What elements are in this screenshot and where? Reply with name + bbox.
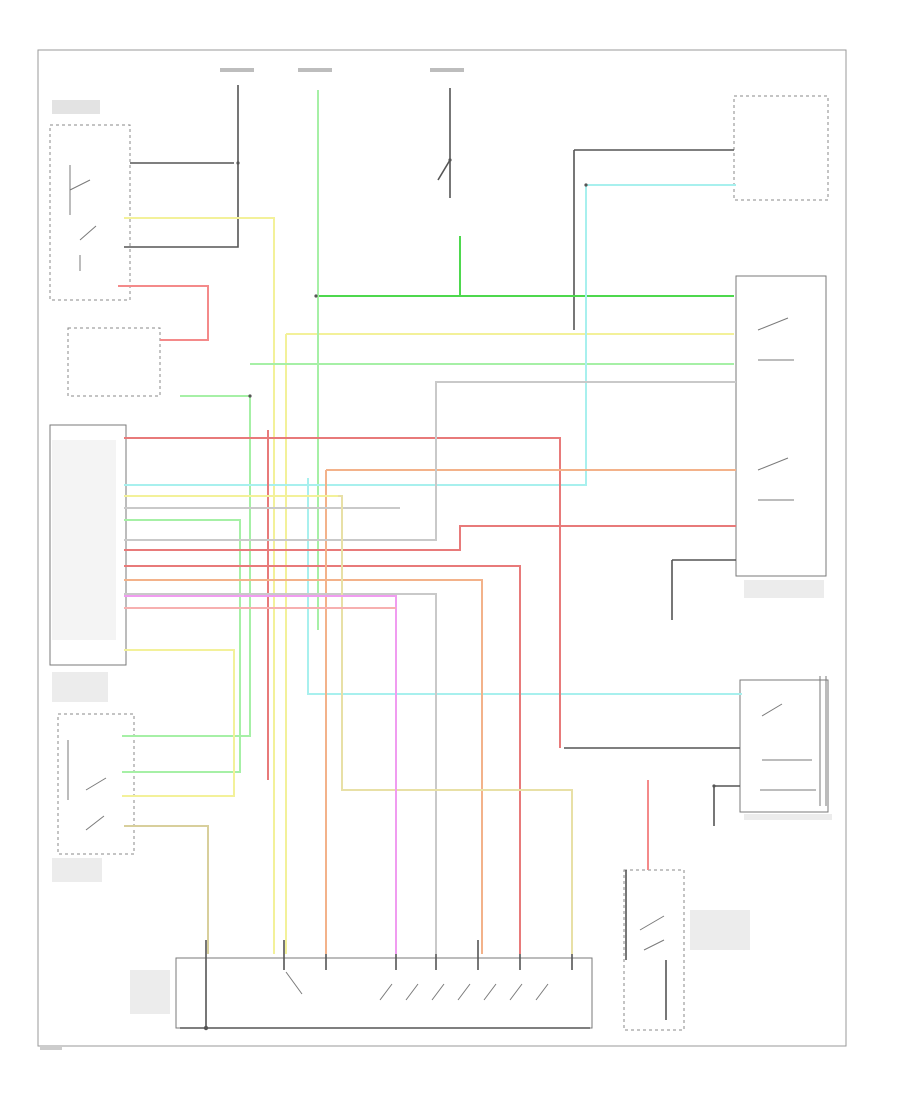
- 4wd-module-contacts: [757, 317, 794, 501]
- component-outlines: [49, 95, 829, 1031]
- wire-light-green-c: [122, 519, 241, 773]
- transmission-range-switch-box: [623, 869, 685, 1031]
- solenoid-switch-symbols: [205, 970, 549, 1010]
- wire-orange-a: [124, 579, 483, 954]
- shift-motor-contacts: [760, 676, 827, 806]
- wire-red-a: [124, 437, 561, 748]
- colored-wires: [118, 90, 742, 954]
- wire-yellow-a: [124, 217, 275, 954]
- relay-label-block: [52, 100, 100, 114]
- od-switch-label-block: [52, 858, 102, 882]
- wire-yellow-d: [122, 649, 235, 797]
- 4wd-module-label-block: [744, 580, 824, 598]
- fuse-label-2: [298, 68, 332, 72]
- label-marks: [40, 68, 832, 1050]
- fuse-label-3: [430, 68, 464, 72]
- wire-red-c: [124, 565, 521, 954]
- fuse-label-1: [220, 68, 254, 72]
- fuel-injector-relay-box: [67, 327, 161, 397]
- pcm-pin-label-block: [52, 440, 116, 640]
- solenoid-label-block: [130, 970, 170, 1014]
- wire-violet: [124, 595, 397, 954]
- wire-light-blue-b: [124, 185, 587, 486]
- overdrive-cancel-switch-box: [57, 713, 135, 855]
- wire-red-b: [124, 525, 736, 551]
- 4wd-generic-electronic-module-box: [735, 275, 827, 577]
- wire-gray-b: [124, 593, 437, 954]
- electronic-shift-module-box: [733, 95, 829, 201]
- range-switch-contacts: [639, 915, 665, 951]
- shift-motor-label-block: [744, 814, 832, 820]
- overdrive-switch-contacts: [67, 740, 107, 831]
- black-wires: [124, 85, 740, 1030]
- wire-pink-relay: [118, 285, 209, 341]
- splice-points: [203, 158, 716, 1031]
- diagram-border: [37, 49, 847, 1047]
- transfer-case-shift-motor-box: [739, 679, 829, 813]
- transmission-solenoids-box: [175, 957, 593, 1029]
- wire-tan-a: [124, 825, 209, 954]
- brake-on-off-switch-box: [49, 124, 131, 301]
- range-switch-label-block: [690, 910, 750, 950]
- footer-code-mark: [40, 1046, 62, 1050]
- wire-tan-b: [124, 495, 573, 954]
- relay-coil-symbol: [69, 165, 97, 271]
- pcm-name-label-block: [52, 672, 108, 702]
- wire-gray-a: [124, 381, 736, 541]
- wire-light-blue-c: [307, 478, 742, 695]
